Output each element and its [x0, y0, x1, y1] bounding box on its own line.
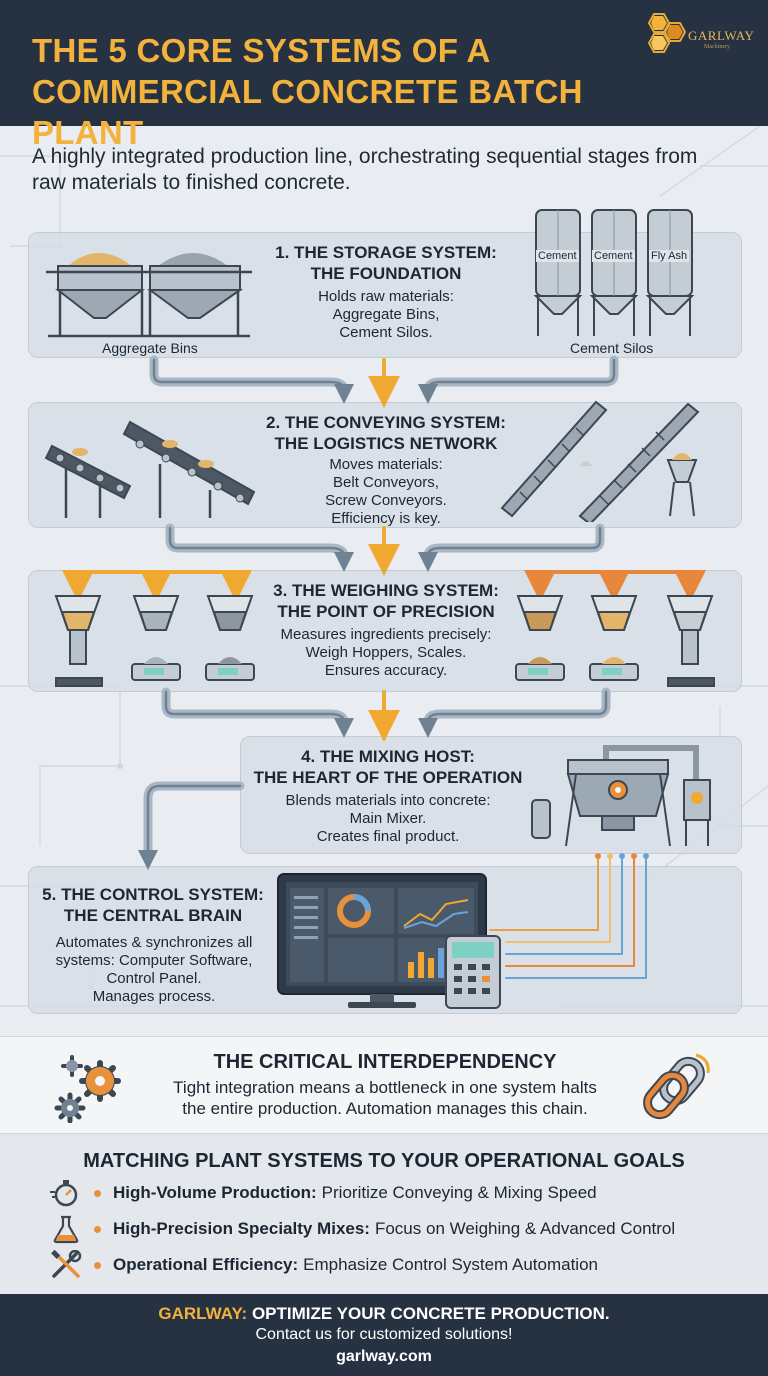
tools-icon: [51, 1250, 82, 1278]
title-line-2: COMMERCIAL CONCRETE BATCH PLANT: [32, 73, 583, 151]
footer-contact: Contact us for customized solutions!: [255, 1326, 513, 1343]
weigh-hoppers-right-illustration: [515, 595, 715, 687]
conveying-panel: [28, 402, 742, 528]
goal-item-high-precision: High-Precision Specialty Mixes: Focus on…: [48, 1214, 738, 1244]
control-description: Automates & synchronizes all systems: Co…: [55, 934, 253, 1005]
goal-item-high-volume: High-Volume Production: Prioritize Conve…: [48, 1178, 738, 1208]
storage-title: 1. THE STORAGE SYSTEM: THE FOUNDATION: [275, 243, 497, 283]
weigh-hoppers-left-illustration: [54, 595, 255, 687]
silo-label-cement-1: Cement: [536, 250, 579, 262]
conveying-title: 2. THE CONVEYING SYSTEM: THE LOGISTICS N…: [266, 413, 506, 453]
interdependency-body: Tight integration means a bottleneck in …: [173, 1078, 597, 1118]
goals-title: MATCHING PLANT SYSTEMS TO YOUR OPERATION…: [83, 1150, 685, 1172]
header-banner: THE 5 CORE SYSTEMS OF A COMMERCIAL CONCR…: [0, 0, 768, 151]
goal-text: Focus on Weighing & Advanced Control: [374, 1219, 676, 1238]
belt-conveyors-illustration: [44, 420, 256, 518]
footer-cta-text: OPTIMIZE YOUR CONCRETE PRODUCTION.: [251, 1304, 610, 1323]
control-computer-illustration: [277, 873, 501, 1009]
goal-label: High-Volume Production:: [113, 1183, 317, 1202]
logo-wordmark: GARLWAY: [688, 28, 755, 43]
interdependency-band: THE CRITICAL INTERDEPENDENCY Tight integ…: [0, 1036, 768, 1134]
control-title: 5. THE CONTROL SYSTEM: THE CENTRAL BRAIN: [42, 885, 264, 925]
weighing-title: 3. THE WEIGHING SYSTEM: THE POINT OF PRE…: [273, 581, 499, 621]
honeycomb-logo-icon: [647, 13, 687, 53]
title-line-1: THE 5 CORE SYSTEMS OF A: [32, 32, 491, 69]
bullet-dot: [94, 1261, 101, 1269]
interdependency-title: THE CRITICAL INTERDEPENDENCY: [213, 1051, 557, 1073]
aggregate-bins-illustration: [46, 253, 252, 338]
aggregate-bins-caption: Aggregate Bins: [102, 340, 198, 356]
garlway-logo: GARLWAY Machinery: [640, 12, 758, 62]
goal-label: High-Precision Specialty Mixes:: [113, 1219, 370, 1238]
goal-text: Prioritize Conveying & Mixing Speed: [321, 1183, 597, 1202]
footer-headline: GARLWAY: OPTIMIZE YOUR CONCRETE PRODUCTI…: [0, 1304, 768, 1324]
mixing-description: Blends materials into concrete: Main Mix…: [285, 792, 491, 845]
logo-subtext: Machinery: [704, 44, 730, 50]
goals-section: MATCHING PLANT SYSTEMS TO YOUR OPERATION…: [0, 1134, 768, 1294]
goal-label: Operational Efficiency:: [113, 1255, 299, 1274]
mixing-title: 4. THE MIXING HOST: THE HEART OF THE OPE…: [253, 747, 523, 787]
cement-silos-caption: Cement Silos: [570, 340, 654, 356]
goal-text: Emphasize Control System Automation: [303, 1255, 598, 1274]
goal-item-operational-efficiency: Operational Efficiency: Emphasize Contro…: [48, 1250, 738, 1280]
footer-cta: GARLWAY: OPTIMIZE YOUR CONCRETE PRODUCTI…: [0, 1294, 768, 1376]
flask-icon: [53, 1215, 79, 1244]
page-title: THE 5 CORE SYSTEMS OF A COMMERCIAL CONCR…: [32, 30, 642, 153]
screw-conveyors-illustration: [500, 400, 700, 522]
gears-icon: [54, 1055, 121, 1123]
silo-label-cement-2: Cement: [592, 250, 635, 262]
footer-brand: GARLWAY:: [158, 1304, 248, 1323]
main-mixer-illustration: [531, 745, 711, 847]
cement-silos-illustration: [533, 209, 695, 336]
stopwatch-icon: [50, 1180, 78, 1207]
storage-description: Holds raw materials: Aggregate Bins, Cem…: [318, 288, 454, 341]
silo-label-fly-ash: Fly Ash: [649, 250, 690, 262]
chain-link-icon: [643, 1053, 710, 1120]
footer-website-link[interactable]: garlway.com: [336, 1348, 432, 1365]
bullet-dot: [94, 1189, 101, 1197]
bullet-dot: [94, 1225, 101, 1233]
weighing-description: Measures ingredients precisely: Weigh Ho…: [280, 626, 492, 679]
intro-subtitle: A highly integrated production line, orc…: [32, 145, 698, 194]
conveying-description: Moves materials: Belt Conveyors, Screw C…: [325, 456, 447, 527]
